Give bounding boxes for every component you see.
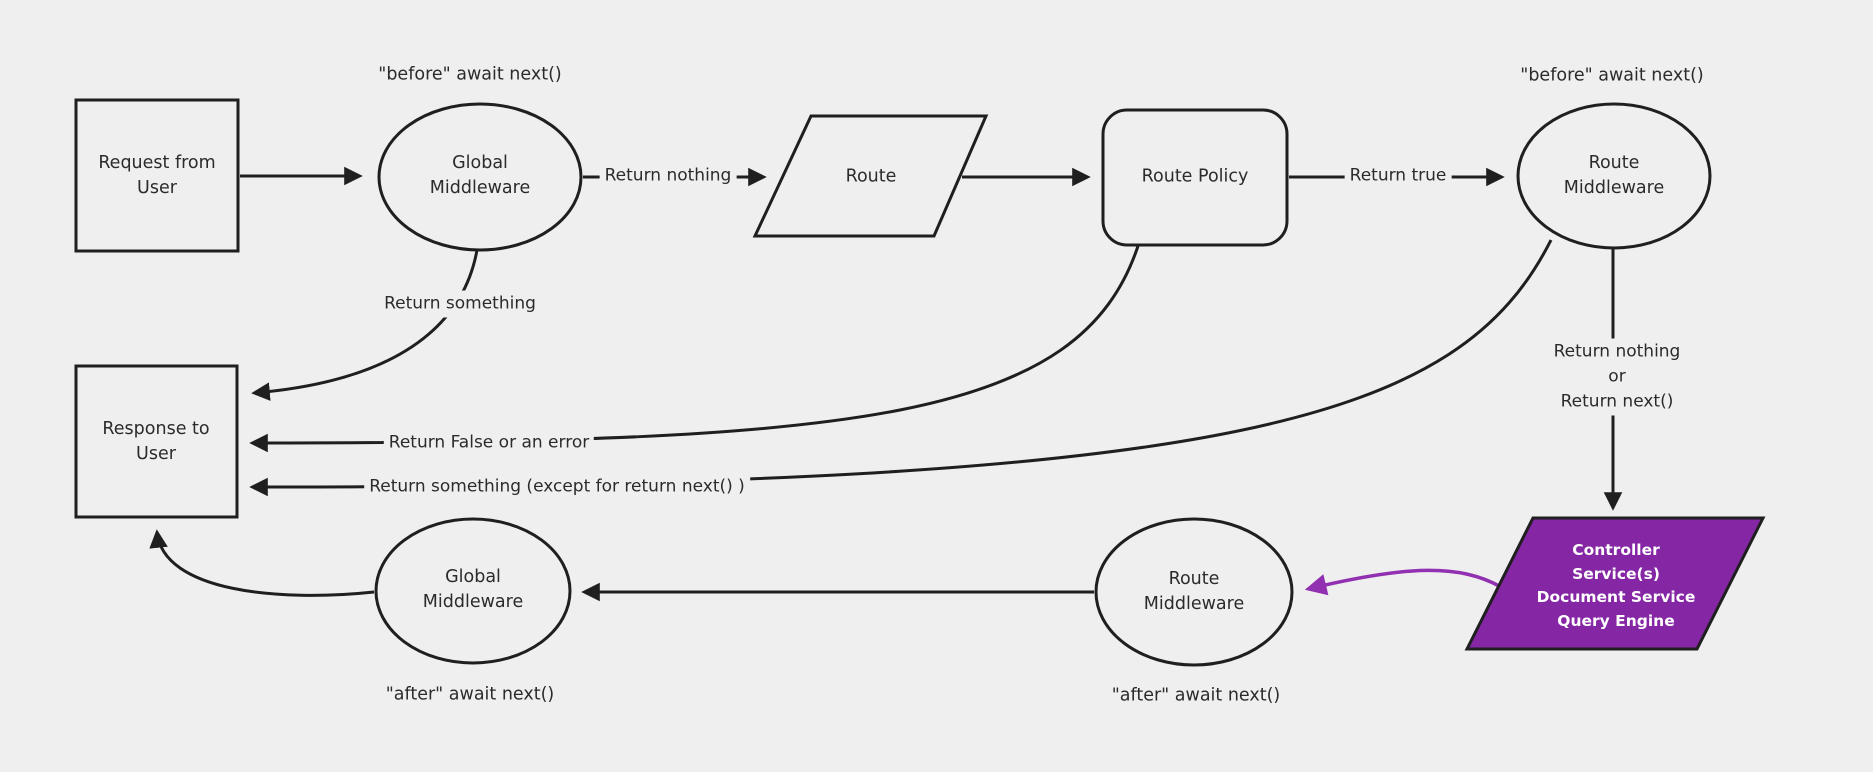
node-global-middleware-in [377,102,583,252]
node-response-to-user [74,364,239,519]
label-route-middleware-in: Route Middleware [1563,153,1665,198]
node-global-middleware-out [374,517,572,665]
edge-label-return-something: Return something [379,290,541,318]
label-route-middleware-out: Route Middleware [1143,569,1245,614]
label-request-from-user: Request from User [98,153,216,198]
node-route [752,114,989,238]
node-controller-services [1464,516,1766,651]
node-route-middleware-out [1094,517,1294,667]
node-request-from-user [74,98,240,253]
label-global-middleware-out: Global Middleware [422,567,524,612]
edge-route-policy-to-response [249,245,1140,453]
annotation-before-route: "before" await next() [1520,65,1704,86]
label-route-policy: Route Policy [1141,166,1249,187]
edge-label-return-something-except: Return something (except for return next… [364,473,750,501]
edge-global-middleware-to-response [251,249,479,401]
edge-label-return-nothing: Return nothing [599,162,737,190]
edge-label-return-nothing-or-next: Return nothing or Return next() [1548,338,1686,416]
label-route: Route [845,166,897,187]
node-route-policy [1101,108,1289,247]
label-response-to-user: Response to User [102,419,210,464]
edge-controller-to-route-middleware [1304,568,1502,596]
edge-label-return-false: Return False or an error [383,429,595,457]
annotation-before-global: "before" await next() [378,64,562,85]
node-route-middleware-in [1516,102,1712,250]
label-controller-services: Controller Service(s) Document Service Q… [1536,541,1696,630]
edge-global-middleware-to-response-bottom [149,529,375,597]
annotation-after-route: "after" await next() [1111,685,1281,706]
label-global-middleware-in: Global Middleware [429,153,531,198]
annotation-after-global: "after" await next() [385,684,555,705]
edge-label-return-true: Return true [1344,162,1452,190]
